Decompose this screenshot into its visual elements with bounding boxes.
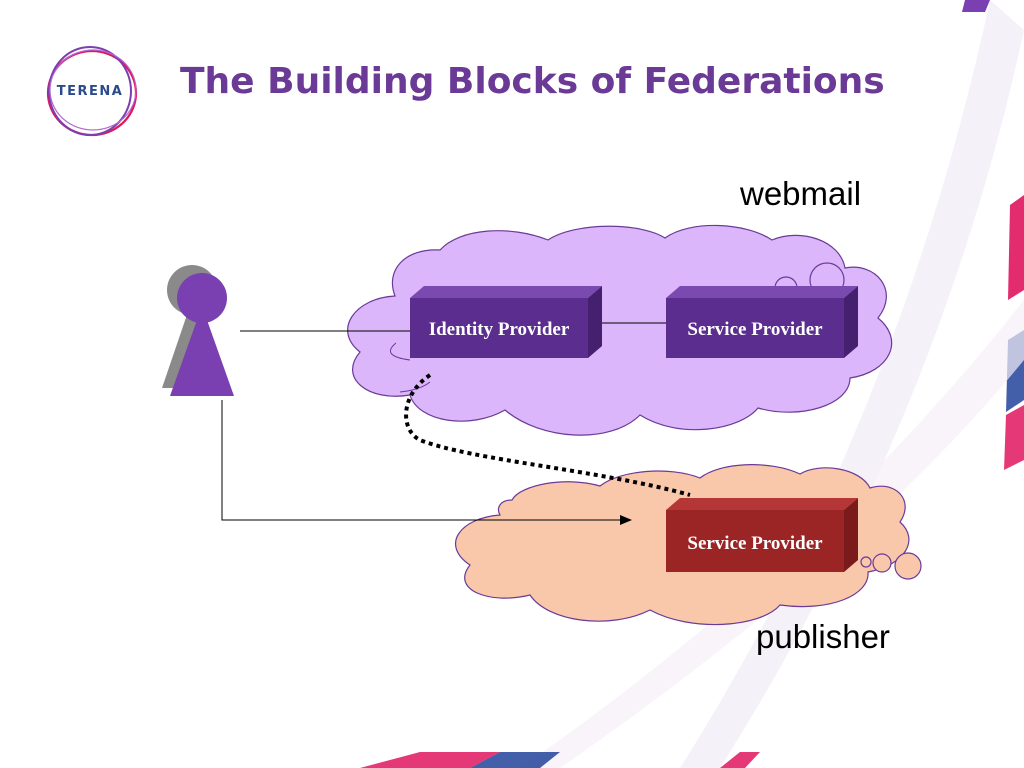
identity-provider-label: Identity Provider [429, 319, 570, 340]
user-head [177, 273, 227, 323]
webmail-label: webmail [739, 175, 861, 212]
trust-dotted-line [404, 373, 691, 497]
slide-title: The Building Blocks of Federations [180, 61, 885, 102]
webmail-service-provider-box: Service Provider [666, 286, 858, 358]
connectors [221, 322, 691, 525]
logo-text: TERENA [57, 84, 124, 99]
publisher-service-provider-label: Service Provider [687, 533, 823, 554]
webmail-service-provider-label: Service Provider [687, 319, 823, 340]
arrow-head [620, 515, 632, 525]
identity-provider-box: Identity Provider [410, 286, 602, 358]
publisher-service-provider-box: Service Provider [666, 498, 858, 572]
publisher-label: publisher [756, 618, 890, 655]
user-figure [162, 265, 234, 396]
decorative-stripes [360, 0, 1024, 768]
user-body [170, 306, 234, 396]
user-to-publisher-line [221, 400, 620, 521]
terena-logo: TERENA [46, 46, 138, 137]
